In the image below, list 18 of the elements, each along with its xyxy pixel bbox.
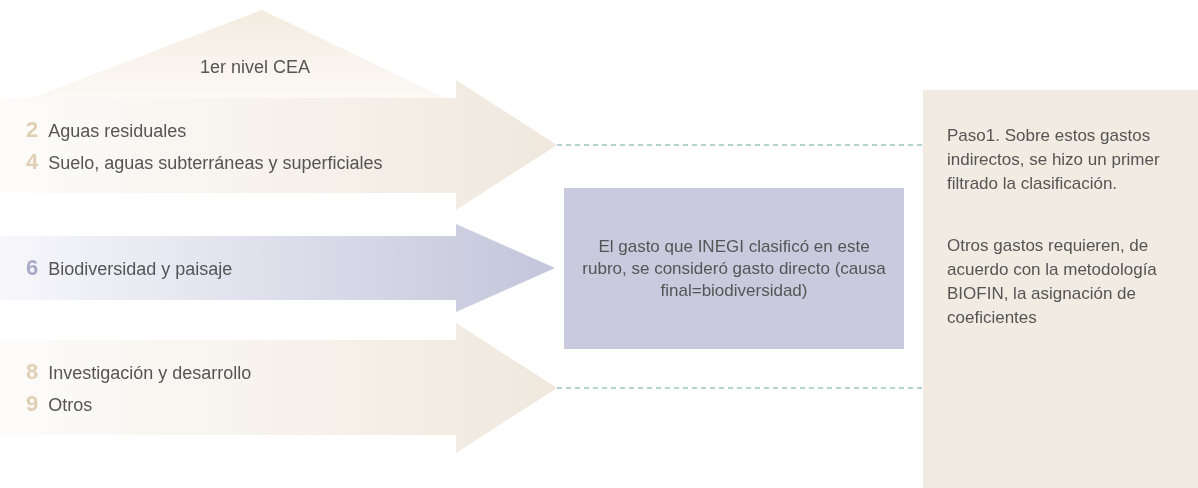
category-label: Investigación y desarrollo — [48, 363, 252, 382]
connector-line — [556, 387, 924, 389]
item-number: 8 — [26, 360, 39, 383]
item-number: 9 — [26, 392, 39, 415]
note-text: Otros gastos requieren, de acuerdo con la metodología BIOFIN, la asignación de coeficientes — [947, 235, 1158, 329]
item-number: 6 — [26, 257, 39, 279]
item-number: 2 — [26, 118, 39, 141]
category-label: Aguas residuales — [48, 121, 187, 140]
connector-line — [556, 144, 924, 146]
box-text: El gasto que INEGI clasificó en este rubro, se consideró gasto directo (causa final=biodiversidad) — [582, 235, 886, 302]
note-panel — [923, 90, 1198, 488]
category-label: Suelo, aguas subterráneas y superficiales — [48, 153, 383, 172]
item-number: 4 — [26, 150, 39, 173]
category-label: Otros — [48, 395, 93, 414]
info-box — [564, 188, 904, 349]
section-heading: 1er nivel CEA — [200, 56, 311, 79]
category-label: Biodiversidad y paisaje — [48, 260, 233, 278]
note-text: Paso1. Sobre estos gastos indirectos, se hizo un primer filtrado la clasificación. — [947, 125, 1161, 195]
